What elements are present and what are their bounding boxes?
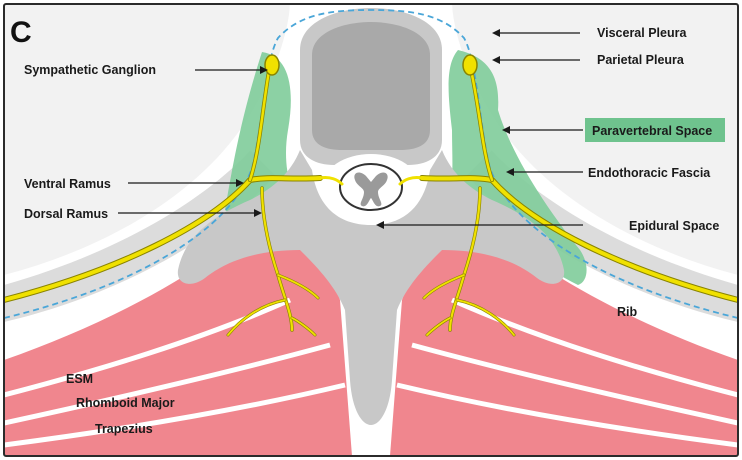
visceral-pleura-left — [4, 9, 738, 319]
label-epidural-space: Epidural Space — [629, 219, 719, 233]
label-visceral-pleura: Visceral Pleura — [597, 26, 687, 40]
label-rib: Rib — [617, 305, 638, 319]
label-paravertebral-space: Paravertebral Space — [592, 124, 712, 138]
vertebral-arch — [177, 150, 565, 425]
paravertebral-space-left — [225, 52, 330, 240]
vertebral-body-inner — [312, 22, 430, 150]
nerves — [4, 54, 738, 337]
esm-separator-left — [4, 297, 292, 398]
panel-letter: C — [10, 16, 32, 49]
label-parietal-pleura: Parietal Pleura — [597, 53, 685, 67]
paravertebral-label-highlight — [585, 118, 725, 142]
label-ventral-ramus: Ventral Ramus — [24, 177, 111, 191]
rhomboid-separator-left — [4, 342, 331, 426]
trapezius-separator-left — [4, 382, 346, 448]
leader-lines — [118, 29, 583, 229]
label-trapezius: Trapezius — [95, 422, 153, 436]
left-lung — [4, 4, 290, 275]
spinal-cord-gray-matter — [354, 172, 388, 207]
label-rhomboid-major: Rhomboid Major — [76, 396, 175, 410]
esm-separator-right — [450, 297, 738, 398]
label-sympathetic-ganglion: Sympathetic Ganglion — [24, 63, 156, 77]
trapezius-separator-right — [396, 382, 738, 448]
figure-frame — [3, 3, 739, 457]
label-esm: ESM — [66, 372, 93, 386]
label-dorsal-ramus: Dorsal Ramus — [24, 207, 108, 221]
label-endothoracic-fascia: Endothoracic Fascia — [588, 166, 711, 180]
rhomboid-separator-right — [411, 342, 738, 426]
